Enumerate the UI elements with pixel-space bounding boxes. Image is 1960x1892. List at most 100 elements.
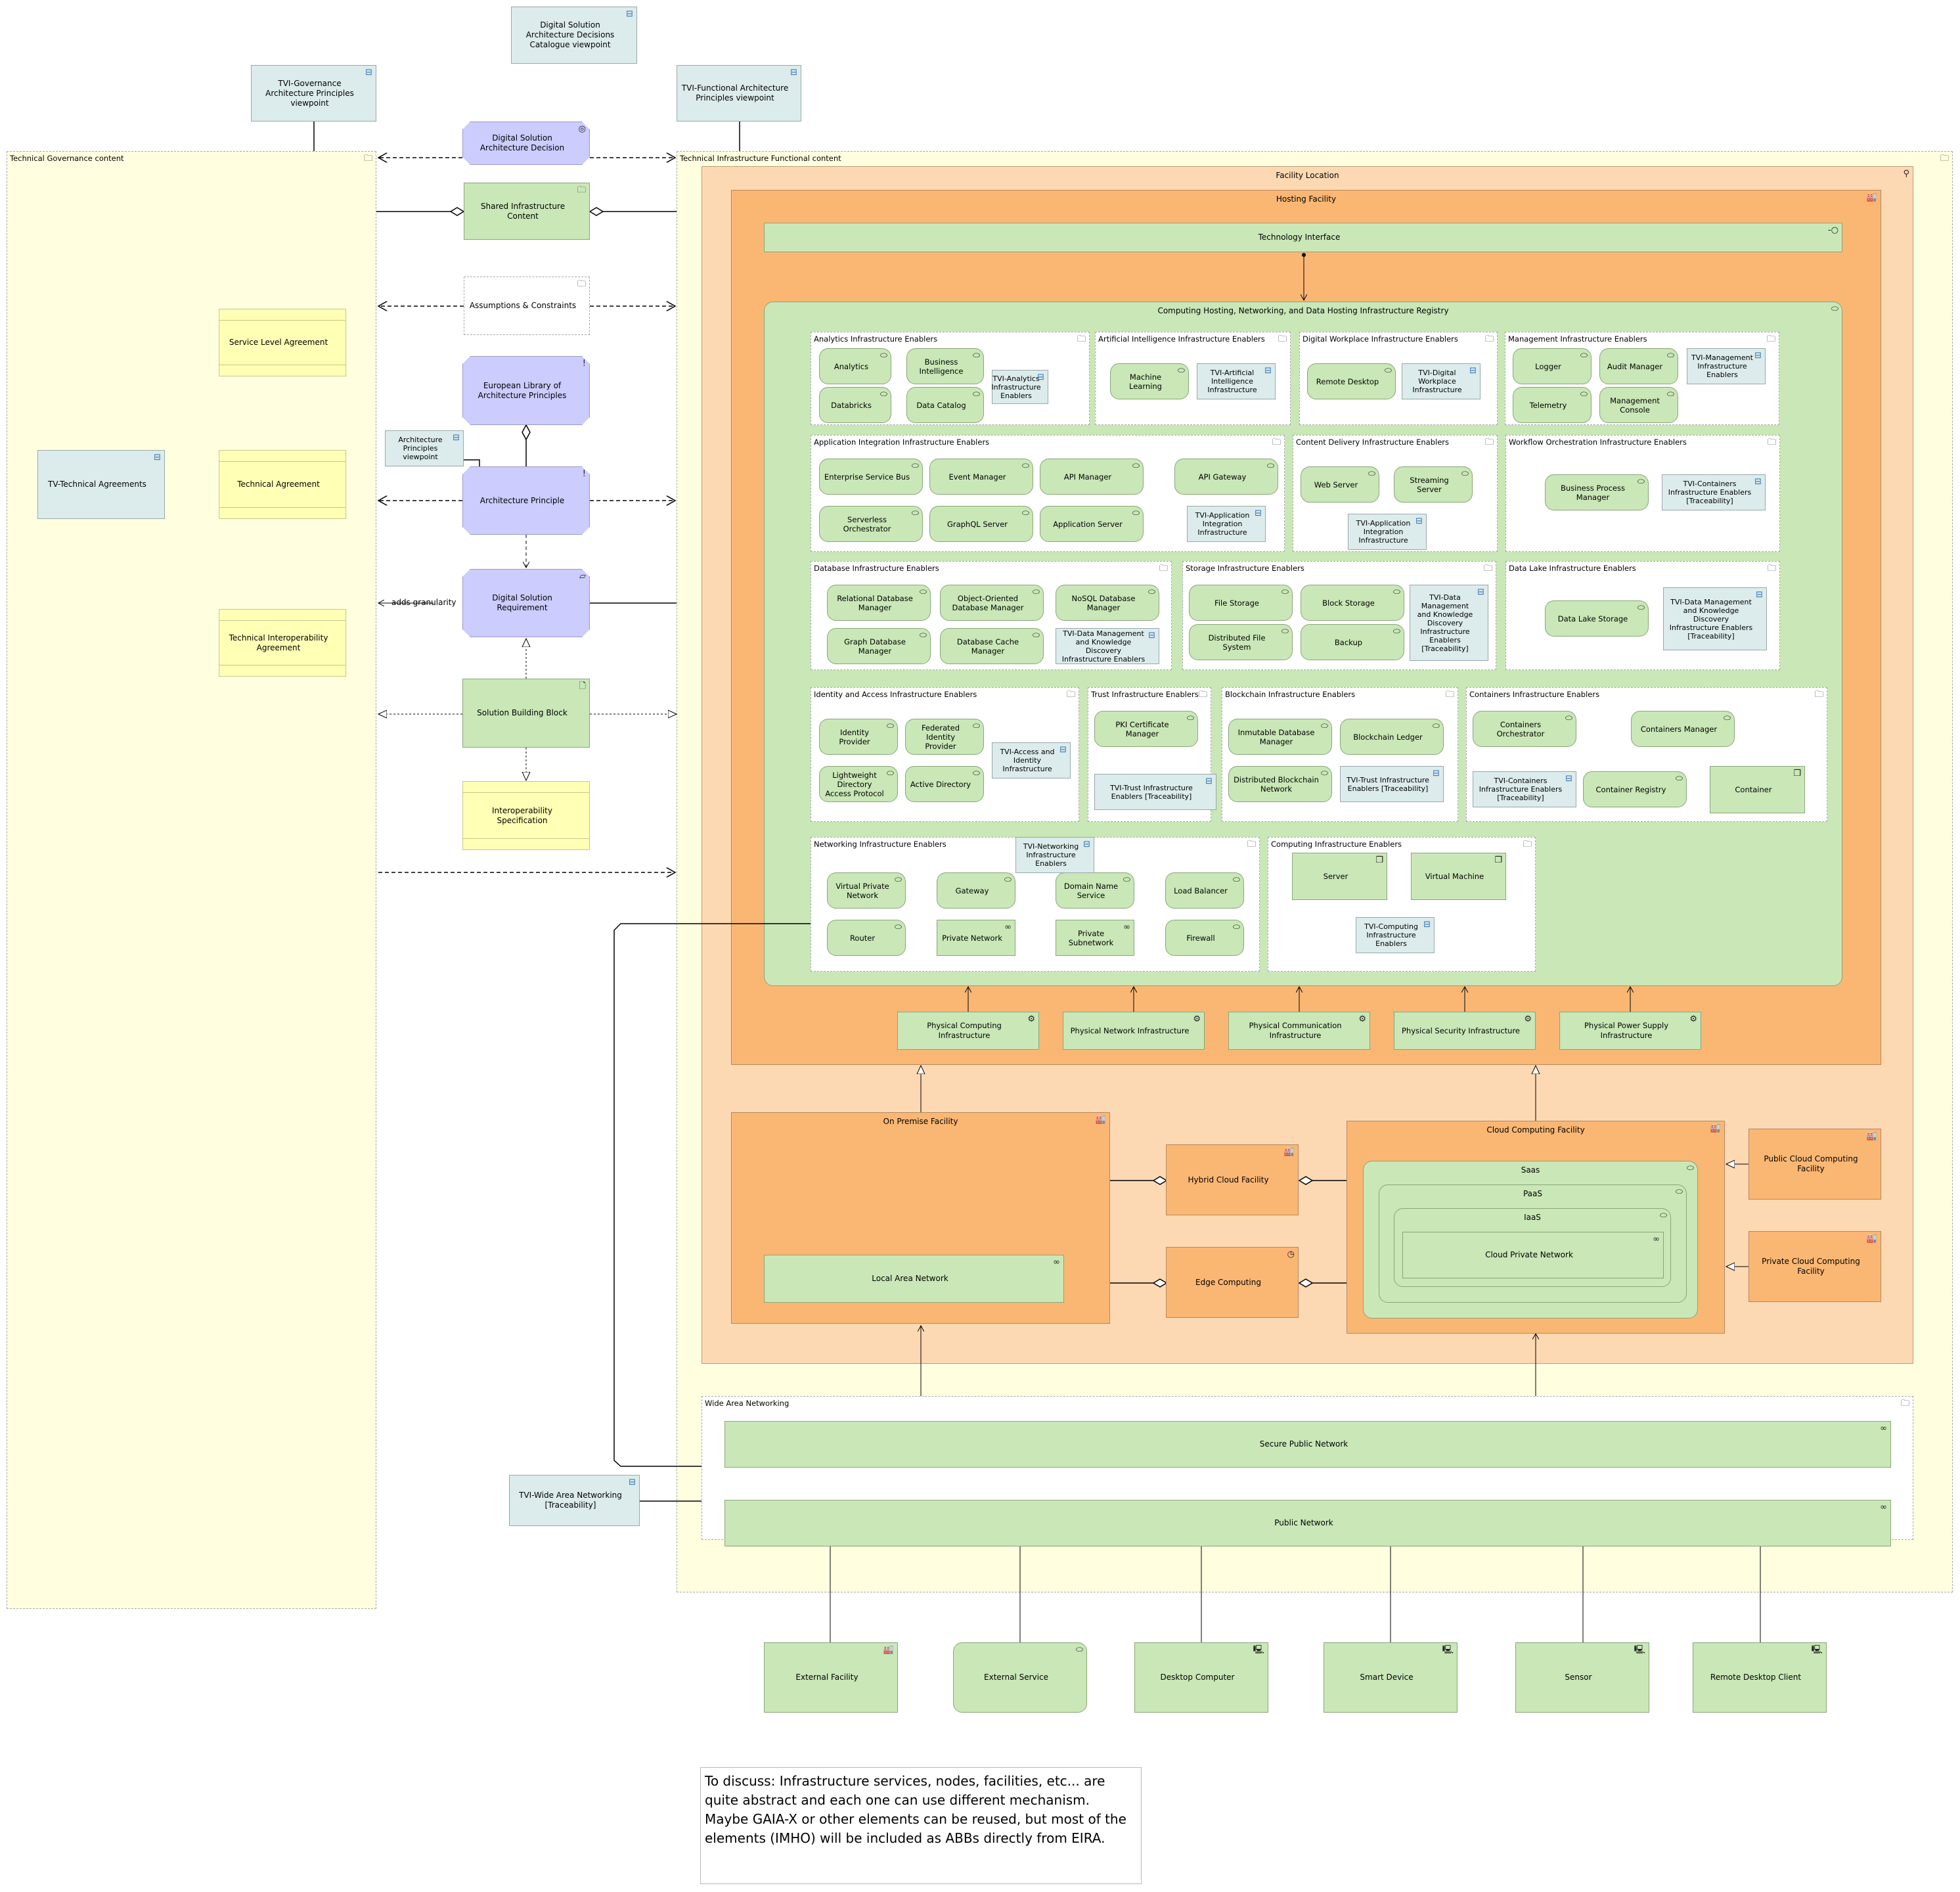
enabler-item[interactable]: ⬭File Storage [1189, 585, 1293, 621]
enabler-item[interactable]: ⬭Federated Identity Provider [905, 719, 984, 755]
tvi-viewpoint[interactable]: ⊟TVI-Networking Infrastructure Enablers [1015, 837, 1094, 873]
tvi-viewpoint[interactable]: ⊟TVI-Containers Infrastructure Enablers … [1662, 474, 1766, 510]
enabler-item[interactable]: ⬭Databricks [819, 387, 891, 423]
tvi-viewpoint[interactable]: ⊟TVI-Management Infrastructure Enablers [1687, 348, 1766, 384]
functional-principles-viewpoint[interactable]: ⊟ TVI-Functional Architecture Principles… [677, 65, 801, 122]
assumptions-constraints[interactable]: 🗀 Assumptions & Constraints [464, 277, 590, 335]
technical-governance-group[interactable]: Technical Governance content 🗀 [7, 151, 376, 1609]
physical-infrastructure[interactable]: ⚙Physical Network Infrastructure [1063, 1012, 1205, 1050]
solution-building-block[interactable]: 🗋 Solution Building Block [462, 679, 590, 748]
enabler-item[interactable]: ⬭Event Manager [929, 459, 1033, 495]
tvi-viewpoint[interactable]: ⊟TVI-Artificial Intelligence Infrastruct… [1197, 363, 1276, 399]
physical-infrastructure[interactable]: ⚙Physical Communication Infrastructure [1228, 1012, 1370, 1050]
enabler-item[interactable]: ⬭Analytics [819, 348, 891, 384]
technical-agreements-viewpoint[interactable]: ⊟ TV-Technical Agreements [37, 450, 165, 519]
european-library-principles[interactable]: ! European Library of Architecture Princ… [462, 356, 590, 425]
enabler-item[interactable]: ⬭Domain Name Service [1056, 872, 1134, 909]
external-element[interactable]: 🖳Remote Desktop Client [1693, 1642, 1827, 1713]
enabler-item[interactable]: ⬭Enterprise Service Bus [819, 459, 923, 495]
enabler-item[interactable]: ⬭Virtual Private Network [827, 872, 906, 909]
enabler-item[interactable]: ❒Container [1710, 766, 1805, 813]
enabler-item[interactable]: ⬭Gateway [937, 872, 1015, 909]
enabler-item[interactable]: ⬭Logger [1513, 348, 1592, 384]
enabler-item[interactable]: ⬭Data Lake Storage [1545, 600, 1649, 637]
public-network[interactable]: ∞ Public Network [724, 1500, 1891, 1546]
enabler-item[interactable]: ⬭Audit Manager [1599, 348, 1678, 384]
enabler-item[interactable]: ⬭PKI Certificate Manager [1094, 711, 1198, 747]
enabler-item[interactable]: ⬭Backup [1301, 624, 1404, 660]
interoperability-specification[interactable]: Interoperability Specification [462, 781, 590, 850]
architecture-decision[interactable]: ◎ Digital Solution Architecture Decision [462, 122, 590, 165]
enabler-item[interactable]: ⬭Graph Database Manager [827, 628, 931, 664]
enabler-item[interactable]: ⬭Remote Desktop [1307, 363, 1396, 399]
enabler-item[interactable]: ∞Private Network [937, 920, 1015, 956]
digital-solution-requirement[interactable]: ▱ Digital Solution Requirement [462, 569, 590, 637]
enabler-item[interactable]: ⬭Block Storage [1301, 585, 1404, 621]
governance-principles-viewpoint[interactable]: ⊟ TVI-Governance Architecture Principles… [251, 65, 376, 122]
enabler-item[interactable]: ∞Private Subnetwork [1056, 920, 1134, 956]
secure-public-network[interactable]: ∞ Secure Public Network [724, 1421, 1891, 1468]
tvi-viewpoint[interactable]: ⊟TVI-Trust Infrastructure Enablers [Trac… [1340, 766, 1444, 802]
tvi-viewpoint[interactable]: ⊟TVI-Application Integration Infrastruct… [1187, 506, 1266, 542]
cloud-private-network[interactable]: ∞ Cloud Private Network [1402, 1232, 1664, 1278]
enabler-item[interactable]: ⬭Inmutable Database Manager [1228, 719, 1332, 755]
enabler-item[interactable]: ⬭Container Registry [1583, 771, 1687, 807]
enabler-item[interactable]: ⬭Object-Oriented Database Manager [940, 585, 1044, 621]
enabler-item[interactable]: ⬭Blockchain Ledger [1340, 719, 1444, 755]
enabler-item[interactable]: ❒Virtual Machine [1411, 853, 1506, 900]
enabler-item[interactable]: ⬭API Gateway [1174, 459, 1278, 495]
tvi-viewpoint[interactable]: ⊟TVI-Application Integration Infrastruct… [1348, 514, 1427, 550]
architecture-principle[interactable]: ! Architecture Principle [462, 466, 590, 535]
enabler-item[interactable]: ⬭Active Directory [905, 766, 984, 802]
external-element[interactable]: ⬭External Service [953, 1642, 1087, 1713]
private-cloud-facility[interactable]: 🏭 Private Cloud Computing Facility [1748, 1231, 1881, 1302]
external-element[interactable]: 🏭External Facility [764, 1642, 898, 1713]
enabler-item[interactable]: ⬭Machine Learning [1110, 363, 1189, 399]
external-element[interactable]: 🖳Sensor [1515, 1642, 1649, 1713]
architecture-principles-viewpoint[interactable]: ⊟ Architecture Principles viewpoint [385, 430, 464, 466]
enabler-item[interactable]: ⬭GraphQL Server [929, 506, 1033, 542]
physical-infrastructure[interactable]: ⚙Physical Computing Infrastructure [897, 1012, 1039, 1050]
tvi-viewpoint[interactable]: ⊟TVI-Access and Identity Infrastructure [992, 742, 1071, 778]
external-element[interactable]: 🖳Smart Device [1324, 1642, 1458, 1713]
tvi-viewpoint[interactable]: ⊟TVI-Digital Workplace Infrastructure [1402, 363, 1481, 399]
enabler-item[interactable]: ⬭Web Server [1301, 466, 1379, 503]
tvi-viewpoint[interactable]: ⊟TVI-Data Management and Knowledge Disco… [1663, 587, 1767, 650]
enabler-item[interactable]: ⬭Business Intelligence [906, 348, 984, 384]
edge-computing[interactable]: ◷ Edge Computing [1166, 1247, 1299, 1318]
tvi-viewpoint[interactable]: ⊟TVI-Data Management and Knowledge Disco… [1056, 628, 1159, 664]
enabler-item[interactable]: ⬭API Manager [1040, 459, 1144, 495]
enabler-item[interactable]: ⬭Distributed File System [1189, 624, 1293, 660]
physical-infrastructure[interactable]: ⚙Physical Power Supply Infrastructure [1559, 1012, 1701, 1050]
enabler-item[interactable]: ⬭Serverless Orchestrator [819, 506, 923, 542]
hybrid-cloud-facility[interactable]: 🏭 Hybrid Cloud Facility [1166, 1144, 1299, 1215]
technology-interface[interactable]: -○ Technology Interface [764, 223, 1842, 252]
tvi-viewpoint[interactable]: ⊟TVI-Analytics Infrastructure Enablers [991, 370, 1048, 404]
local-area-network[interactable]: ∞ Local Area Network [764, 1255, 1064, 1303]
technical-interoperability-agreement[interactable]: Technical Interoperability Agreement [219, 609, 346, 677]
tvi-viewpoint[interactable]: ⊟TVI-Trust Infrastructure Enablers [Trac… [1094, 774, 1216, 810]
enabler-item[interactable]: ⬭Relational Database Manager [827, 585, 931, 621]
enabler-item[interactable]: ⬭NoSQL Database Manager [1056, 585, 1159, 621]
enabler-item[interactable]: ❒Server [1292, 853, 1387, 900]
physical-infrastructure[interactable]: ⚙Physical Security Infrastructure [1394, 1012, 1536, 1050]
decisions-catalogue-viewpoint[interactable]: ⊟ Digital Solution Architecture Decision… [511, 7, 637, 64]
enabler-item[interactable]: ⬭Identity Provider [819, 719, 898, 755]
wide-area-networking-viewpoint[interactable]: ⊟ TVI-Wide Area Networking [Traceability… [509, 1475, 640, 1526]
service-level-agreement[interactable]: Service Level Agreement [219, 309, 346, 376]
enabler-item[interactable]: ⬭Distributed Blockchain Network [1228, 766, 1332, 802]
enabler-item[interactable]: ⬭Data Catalog [906, 387, 984, 423]
tvi-viewpoint[interactable]: ⊟TVI-Computing Infrastructure Enablers [1356, 917, 1435, 953]
enabler-item[interactable]: ⬭Load Balancer [1165, 872, 1244, 909]
enabler-item[interactable]: ⬭Lightweight Directory Access Protocol [819, 766, 898, 802]
enabler-item[interactable]: ⬭Streaming Server [1394, 466, 1473, 503]
shared-infrastructure-content[interactable]: 🗀 Shared Infrastructure Content [464, 183, 590, 240]
enabler-item[interactable]: ⬭Containers Orchestrator [1473, 711, 1576, 747]
public-cloud-facility[interactable]: 🏭 Public Cloud Computing Facility [1748, 1129, 1881, 1200]
enabler-item[interactable]: ⬭Database Cache Manager [940, 628, 1044, 664]
enabler-item[interactable]: ⬭Business Process Manager [1545, 474, 1649, 510]
enabler-item[interactable]: ⬭Firewall [1165, 920, 1244, 956]
external-element[interactable]: 🖳Desktop Computer [1134, 1642, 1268, 1713]
technical-agreement[interactable]: Technical Agreement [219, 450, 346, 519]
enabler-item[interactable]: ⬭Containers Manager [1631, 711, 1735, 747]
